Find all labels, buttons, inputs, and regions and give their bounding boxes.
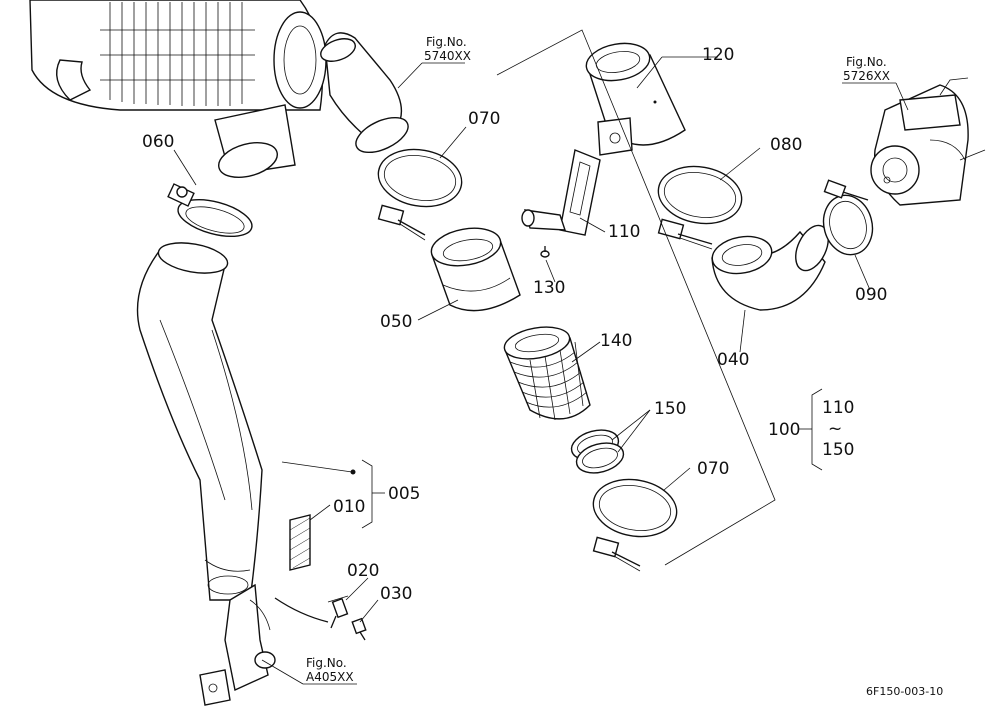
mounting-bracket-illustration xyxy=(199,583,276,706)
label-110: 110 xyxy=(608,222,640,242)
part-130-screw xyxy=(540,246,550,258)
label-060: 060 xyxy=(142,132,174,152)
figref-top-right-code: 5726XX xyxy=(843,69,890,83)
part-140-filter-element xyxy=(503,326,591,421)
label-080: 080 xyxy=(770,135,802,155)
label-140: 140 xyxy=(600,331,632,351)
label-kit-to: 150 xyxy=(822,440,854,460)
label-070-lower: 070 xyxy=(697,459,729,479)
turbocharger-illustration xyxy=(870,77,986,206)
part-150-o-rings xyxy=(570,429,625,474)
part-110-air-flow-sensor xyxy=(521,149,601,236)
figref-bottom-code: A405XX xyxy=(306,670,354,684)
label-130: 130 xyxy=(533,278,565,298)
label-040: 040 xyxy=(717,350,749,370)
label-005: 005 xyxy=(388,484,420,504)
part-070-upper-clamp xyxy=(377,148,463,241)
part-030-nut xyxy=(351,617,367,641)
label-150: 150 xyxy=(654,399,686,419)
part-020-bolt xyxy=(327,595,349,629)
part-070-lower-clamp xyxy=(592,478,678,572)
label-120: 120 xyxy=(702,45,734,65)
figref-top-right-label: Fig.No. xyxy=(846,55,887,69)
subassembly-outline xyxy=(496,29,776,566)
label-030: 030 xyxy=(380,584,412,604)
label-020: 020 xyxy=(347,561,379,581)
part-060-hose-clamp xyxy=(167,183,253,238)
label-kit-tilde: ~ xyxy=(828,419,842,439)
label-070-upper: 070 xyxy=(468,109,500,129)
label-090: 090 xyxy=(855,285,887,305)
leader-curve xyxy=(274,597,329,623)
drawing-code: 6F150-003-10 xyxy=(866,685,943,698)
label-050: 050 xyxy=(380,312,412,332)
label-010: 010 xyxy=(333,497,365,517)
part-010-label xyxy=(289,514,311,571)
part-005-intake-pipe xyxy=(136,242,263,601)
part-080-clamp xyxy=(657,165,743,250)
label-100: 100 xyxy=(768,420,800,440)
leader-lines xyxy=(173,56,909,685)
figref-top-center-label: Fig.No. xyxy=(426,35,467,49)
label-kit-from: 110 xyxy=(822,398,854,418)
part-090-clamp xyxy=(822,179,874,256)
part-120-sensor-pipe xyxy=(585,42,686,156)
part-040-elbow-hose xyxy=(711,224,829,311)
figref-bottom-label: Fig.No. xyxy=(306,656,347,670)
part-050-coupling-hose xyxy=(430,227,521,312)
figref-top-center-code: 5740XX xyxy=(424,49,471,63)
air-cleaner-illustration xyxy=(29,0,409,178)
